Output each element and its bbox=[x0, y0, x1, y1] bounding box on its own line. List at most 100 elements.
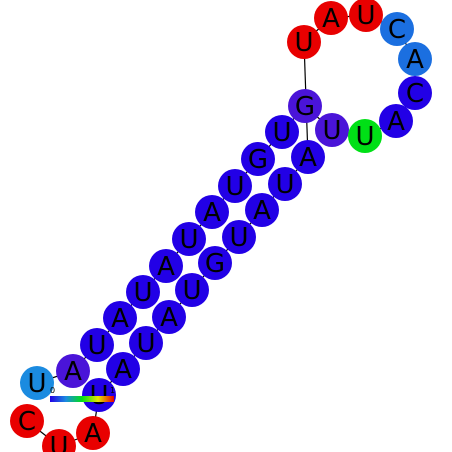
nucleotide-label: A bbox=[84, 419, 102, 449]
nucleotide-label: A bbox=[299, 143, 317, 173]
nucleotide-label: G bbox=[248, 145, 268, 175]
nucleotide-circle bbox=[265, 115, 299, 149]
nucleotide-label: G bbox=[295, 92, 315, 122]
nucleotide-8: A bbox=[195, 195, 229, 229]
nucleotide-label: A bbox=[203, 198, 221, 228]
nucleotide-7: U bbox=[172, 222, 206, 256]
nucleotide-label: C bbox=[18, 407, 36, 437]
nucleotide-13: U bbox=[315, 113, 349, 147]
nucleotide-30: A bbox=[106, 352, 140, 386]
nucleotide-circle bbox=[76, 416, 110, 450]
nucleotide-21: U bbox=[287, 25, 321, 59]
nucleotide-circle bbox=[291, 140, 325, 174]
nucleotide-circle bbox=[245, 193, 279, 227]
nucleotide-label: U bbox=[87, 331, 106, 361]
nucleotide-circle bbox=[314, 1, 348, 35]
nucleotide-3: U bbox=[80, 328, 114, 362]
nucleotide-label: A bbox=[157, 252, 175, 282]
nucleotide-6: A bbox=[149, 249, 183, 283]
nucleotide-label: U bbox=[179, 225, 198, 255]
nucleotide-19: U bbox=[349, 0, 383, 32]
nucleotide-label: A bbox=[322, 4, 340, 34]
nucleotide-15: A bbox=[379, 104, 413, 138]
nucleotide-22: A bbox=[291, 140, 325, 174]
nucleotide-4: A bbox=[103, 301, 137, 335]
nucleotide-label: C bbox=[388, 15, 406, 45]
nucleotide-nodes: UAUAUAUAUGUGUUACACUAUAUAUGUAUAUAUC bbox=[10, 0, 432, 452]
nucleotide-circle bbox=[80, 328, 114, 362]
nucleotide-circle bbox=[82, 378, 116, 412]
nucleotide-label: U bbox=[356, 1, 375, 31]
nucleotide-10: G bbox=[241, 142, 275, 176]
nucleotide-circle bbox=[398, 76, 432, 110]
nucleotide-31: U bbox=[82, 378, 116, 412]
nucleotide-circle bbox=[42, 429, 76, 452]
nucleotide-label: A bbox=[406, 45, 424, 75]
nucleotide-label: U bbox=[229, 223, 248, 253]
nucleotide-label: U bbox=[225, 172, 244, 202]
nucleotide-12: G bbox=[288, 89, 322, 123]
nucleotide-circle bbox=[129, 326, 163, 360]
nucleotide-circle bbox=[380, 12, 414, 46]
nucleotide-label: A bbox=[64, 357, 82, 387]
nucleotide-circle bbox=[103, 301, 137, 335]
nucleotide-circle bbox=[268, 167, 302, 201]
nucleotide-11: U bbox=[265, 115, 299, 149]
nucleotide-circle bbox=[198, 246, 232, 280]
nucleotide-circle bbox=[241, 142, 275, 176]
nucleotide-circle bbox=[10, 404, 44, 438]
nucleotide-circle bbox=[218, 169, 252, 203]
nucleotide-circle bbox=[149, 249, 183, 283]
nucleotide-circle bbox=[222, 220, 256, 254]
nucleotide-label: U bbox=[136, 329, 155, 359]
nucleotide-circle bbox=[315, 113, 349, 147]
nucleotide-label: U bbox=[49, 432, 68, 452]
nucleotide-20: A bbox=[314, 1, 348, 35]
nucleotide-circle bbox=[288, 89, 322, 123]
nucleotide-circle bbox=[172, 222, 206, 256]
nucleotide-label: U bbox=[275, 170, 294, 200]
nucleotide-label: U bbox=[27, 369, 46, 399]
nucleotide-circle bbox=[106, 352, 140, 386]
nucleotide-label: A bbox=[114, 355, 132, 385]
nucleotide-25: U bbox=[222, 220, 256, 254]
nucleotide-label: U bbox=[182, 276, 201, 306]
nucleotide-label: A bbox=[111, 304, 129, 334]
legend-gradient-bar bbox=[50, 396, 114, 402]
nucleotide-circle bbox=[152, 300, 186, 334]
nucleotide-18: C bbox=[380, 12, 414, 46]
nucleotide-9: U bbox=[218, 169, 252, 203]
nucleotide-35: U bbox=[42, 429, 76, 452]
nucleotide-circle bbox=[126, 275, 160, 309]
nucleotide-27: U bbox=[175, 273, 209, 307]
nucleotide-circle bbox=[349, 0, 383, 32]
nucleotide-1: U bbox=[20, 366, 54, 400]
nucleotide-circle bbox=[195, 195, 229, 229]
nucleotide-circle bbox=[398, 42, 432, 76]
nucleotide-34: A bbox=[76, 416, 110, 450]
nucleotide-label: U bbox=[272, 118, 291, 148]
nucleotide-29: U bbox=[129, 326, 163, 360]
legend-max-label: 1 bbox=[110, 386, 115, 395]
nucleotide-14: U bbox=[348, 119, 382, 153]
nucleotide-16: C bbox=[398, 76, 432, 110]
nucleotide-26: G bbox=[198, 246, 232, 280]
nucleotide-label: G bbox=[205, 249, 225, 279]
legend-min-label: 0 bbox=[50, 386, 55, 395]
nucleotide-label: U bbox=[322, 116, 341, 146]
nucleotide-label: U bbox=[133, 278, 152, 308]
nucleotide-2: A bbox=[56, 354, 90, 388]
nucleotide-circle bbox=[20, 366, 54, 400]
nucleotide-label: U bbox=[355, 122, 374, 152]
nucleotide-circle bbox=[379, 104, 413, 138]
nucleotide-circle bbox=[175, 273, 209, 307]
nucleotide-23: U bbox=[268, 167, 302, 201]
color-legend: 0 1 bbox=[50, 386, 115, 402]
nucleotide-28: A bbox=[152, 300, 186, 334]
nucleotide-circle bbox=[287, 25, 321, 59]
nucleotide-24: A bbox=[245, 193, 279, 227]
nucleotide-17: A bbox=[398, 42, 432, 76]
nucleotide-label: A bbox=[253, 196, 271, 226]
nucleotide-label: A bbox=[160, 303, 178, 333]
